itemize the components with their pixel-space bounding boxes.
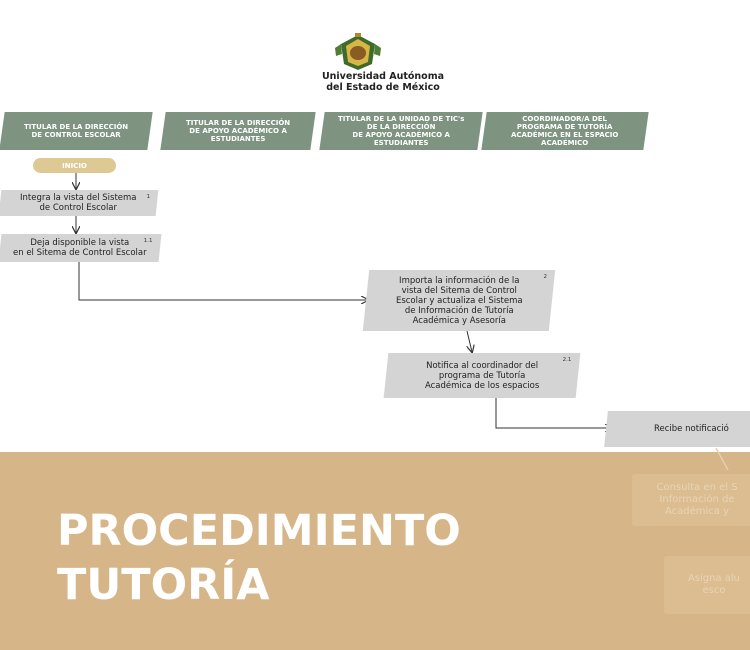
university-name: Universidad Autónoma del Estado de Méxic… <box>300 71 466 93</box>
faded-step-consulta: Consulta en el S Información de Académic… <box>632 474 750 526</box>
university-name-line1: Universidad Autónoma <box>321 71 445 82</box>
university-name-line2: del Estado de México <box>326 82 440 93</box>
banner-title-line1: PROCEDIMIENTO <box>57 506 461 556</box>
title-banner <box>0 452 750 650</box>
faded-step-text: Consulta en el S Información de Académic… <box>656 482 738 517</box>
banner-title: PROCEDIMIENTO TUTORÍA <box>57 504 461 612</box>
banner-title-line2: TUTORÍA <box>57 560 270 610</box>
faded-step-asigna: Asigna alu esco <box>664 556 750 614</box>
faded-step-text: Asigna alu esco <box>687 573 741 596</box>
university-seal-logo <box>335 33 381 70</box>
start-node: INICIO <box>33 158 116 173</box>
